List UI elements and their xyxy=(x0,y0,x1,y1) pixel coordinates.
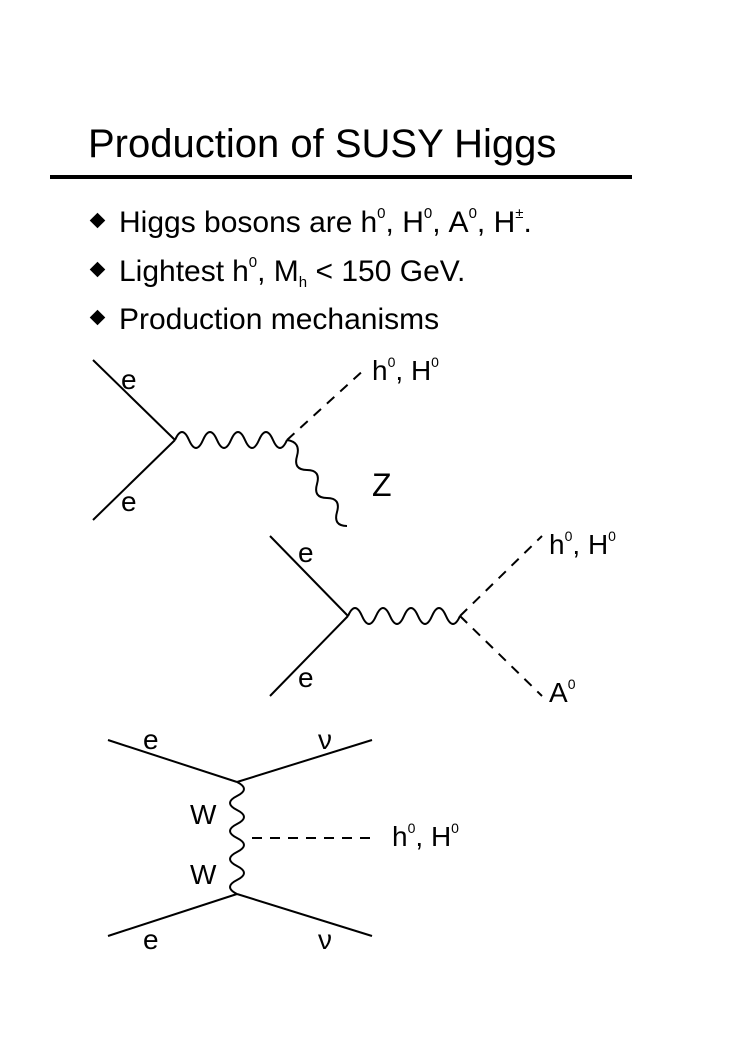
comma: , xyxy=(432,206,441,239)
comma: , xyxy=(385,206,394,239)
a-higgs-label: A0 xyxy=(549,676,576,708)
higgs-line xyxy=(286,367,367,441)
electron-label: e xyxy=(298,662,314,693)
neutrino-label: ν xyxy=(318,924,332,955)
page-title: Production of SUSY Higgs xyxy=(88,122,557,166)
higgs-line xyxy=(459,535,543,617)
diagram-3 xyxy=(107,739,378,937)
photon-line xyxy=(174,431,288,449)
photon-line xyxy=(347,607,461,625)
title-rule xyxy=(50,175,632,179)
less-than: < xyxy=(315,255,334,288)
electron-line-bottom xyxy=(92,439,176,521)
electron-label: e xyxy=(143,924,159,955)
symbol-M: M xyxy=(273,255,299,288)
z-boson-line xyxy=(286,439,348,527)
w-boson-label: W xyxy=(190,859,217,890)
diagram-1 xyxy=(92,359,367,527)
a-higgs-line xyxy=(459,615,543,697)
higgs-label: h0, H0 xyxy=(372,354,439,386)
electron-line-top xyxy=(107,739,238,783)
electron-label: e xyxy=(298,537,314,568)
bullet-production: Production mechanisms xyxy=(88,300,439,340)
electron-line-bottom xyxy=(269,615,349,697)
diagram-2 xyxy=(269,535,543,697)
w-boson-label: W xyxy=(190,799,217,830)
symbol-A: A xyxy=(448,206,469,239)
neutrino-label: ν xyxy=(318,724,332,755)
higgs-label: h0, H0 xyxy=(549,528,616,560)
symbol-sub: h xyxy=(298,274,308,291)
higgs-label: h0, H0 xyxy=(392,820,459,852)
electron-label: e xyxy=(121,486,137,517)
electron-line-bottom xyxy=(107,893,238,937)
period: . xyxy=(523,206,532,239)
neutrino-line-bottom xyxy=(236,893,373,937)
bullet-text: Production mechanisms xyxy=(119,303,440,336)
bullet-text: Lightest xyxy=(119,255,225,288)
neutrino-line-top xyxy=(236,739,373,783)
symbol-sup: 0 xyxy=(423,205,433,222)
symbol-H: H xyxy=(402,206,424,239)
symbol-sup: 0 xyxy=(468,205,477,222)
electron-line-top xyxy=(269,535,349,617)
symbol-sup: 0 xyxy=(377,205,386,222)
symbol-h: h xyxy=(232,255,249,288)
symbol-sup: ± xyxy=(515,205,524,222)
z-label: Z xyxy=(372,467,392,503)
symbol-sup: 0 xyxy=(248,254,258,271)
comma: , xyxy=(476,206,486,239)
symbol-h: h xyxy=(360,206,378,239)
electron-label: e xyxy=(143,724,159,755)
symbol-Hpm: H xyxy=(493,206,516,239)
bullet-text: Higgs bosons are xyxy=(119,206,353,239)
w-boson-line xyxy=(229,781,245,895)
comma: , xyxy=(257,255,266,288)
electron-line-top xyxy=(92,359,176,441)
electron-label: e xyxy=(121,364,137,395)
mass-value: 150 GeV. xyxy=(341,255,466,288)
